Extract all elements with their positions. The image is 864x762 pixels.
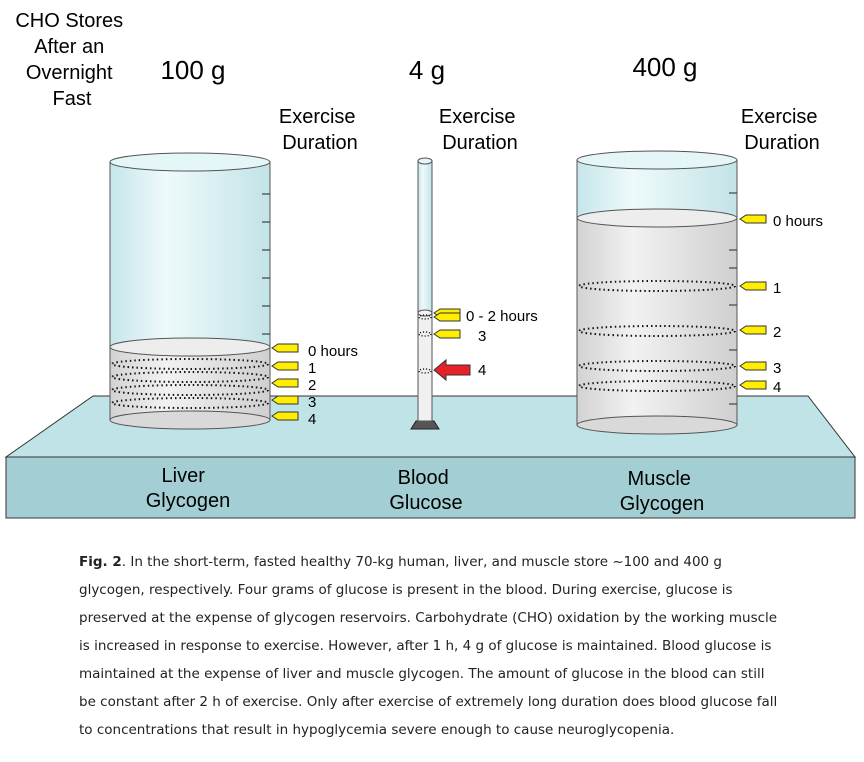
muscle-amount: 400 g: [632, 52, 697, 82]
figure-label: Fig. 2: [79, 554, 122, 570]
cho-stores-diagram: CHO Stores After an Overnight Fast 100 g…: [4, 10, 857, 519]
muscle-markers: 0 hours 1 2 3 4: [739, 213, 823, 396]
blood-exercise-duration-label: Exercise Duration: [439, 106, 521, 154]
muscle-marker-label-0: 0 hours: [773, 213, 823, 230]
blood-marker-label-0: 0 - 2 hours: [466, 308, 538, 325]
liver-markers: 0 hours 1 2 3 4: [271, 343, 358, 428]
liver-marker-arrow-3: [271, 395, 299, 405]
muscle-cylinder: [576, 150, 738, 435]
muscle-glycogen-label: Muscle Glycogen: [620, 468, 705, 515]
liver-marker-arrow-0: [271, 343, 299, 353]
muscle-marker-label-3: 3: [773, 360, 781, 377]
muscle-marker-arrow-0: [739, 214, 767, 224]
platform-front: [5, 456, 856, 519]
blood-glucose-label: Blood Glucose: [389, 467, 462, 514]
liver-marker-label-0: 0 hours: [308, 343, 358, 360]
liver-marker-label-3: 3: [308, 394, 316, 411]
liver-amount: 100 g: [160, 55, 225, 85]
muscle-marker-label-1: 1: [773, 280, 781, 297]
blood-amount: 4 g: [409, 55, 445, 85]
muscle-marker-arrow-4: [739, 380, 767, 390]
muscle-exercise-duration-label: Exercise Duration: [741, 106, 823, 154]
liver-marker-arrow-4: [271, 411, 299, 421]
muscle-marker-arrow-2: [739, 325, 767, 335]
muscle-marker-label-2: 2: [773, 324, 781, 341]
liver-marker-label-4: 4: [308, 411, 316, 428]
liver-exercise-duration-label: Exercise Duration: [279, 106, 361, 154]
blood-marker-label-1: 3: [478, 328, 486, 345]
muscle-marker-label-4: 4: [773, 379, 781, 396]
liver-marker-arrow-2: [271, 378, 299, 388]
blood-marker-arrow-0b: [433, 312, 461, 322]
caption-text: . In the short-term, fasted healthy 70-k…: [79, 554, 778, 738]
liver-marker-label-2: 2: [308, 377, 316, 394]
muscle-marker-arrow-3: [739, 361, 767, 371]
figure-caption: Fig. 2. In the short-term, fasted health…: [79, 548, 779, 744]
liver-marker-label-1: 1: [308, 360, 316, 377]
liver-cylinder: [109, 152, 271, 430]
liver-marker-arrow-1: [271, 361, 299, 371]
liver-glycogen-label: Liver Glycogen: [146, 465, 231, 512]
blood-marker-label-2: 4: [478, 362, 486, 379]
cho-stores-title: CHO Stores After an Overnight Fast: [15, 10, 128, 110]
muscle-marker-arrow-1: [739, 281, 767, 291]
blood-tube: [410, 157, 440, 430]
blood-marker-arrow-3: [433, 329, 461, 339]
blood-marker-arrow-4-red: [433, 358, 471, 382]
blood-markers: 0 - 2 hours 3 4: [433, 308, 538, 382]
